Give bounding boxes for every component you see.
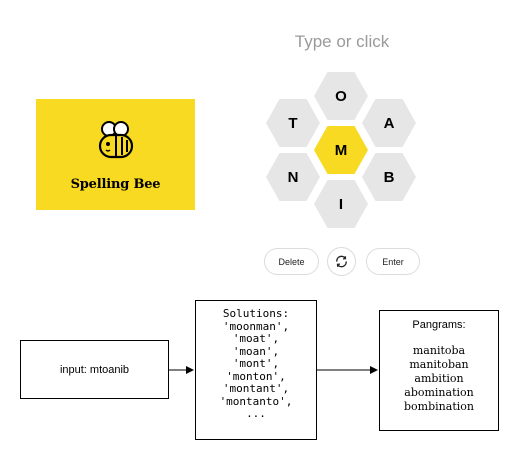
pangrams-title: Pangrams: — [412, 319, 466, 331]
enter-button[interactable]: Enter — [366, 248, 420, 275]
pangram-item: manitoban — [409, 358, 469, 371]
hive-cell-top-left[interactable]: T — [266, 99, 320, 147]
input-label: input: mtoanib — [59, 363, 130, 376]
pangram-item: ambition — [414, 372, 464, 385]
hive-cell-top[interactable]: O — [314, 72, 368, 120]
pangram-item: abomination — [404, 386, 474, 399]
shuffle-icon — [336, 255, 347, 268]
solution-item: 'montant', — [222, 382, 290, 395]
letter-hive: O A B I N T M — [262, 68, 420, 232]
pangram-item: manitoba — [412, 344, 466, 357]
solutions-box: Solutions: 'moonman', 'moat', 'moan', 'm… — [195, 300, 317, 440]
shuffle-button[interactable] — [327, 247, 356, 276]
bee-icon — [98, 121, 134, 159]
solution-item: 'moat', — [232, 332, 280, 345]
hive-cell-bottom-right[interactable]: B — [362, 153, 416, 201]
solution-item: 'monton', — [226, 369, 286, 383]
solution-item: 'mont', — [232, 357, 280, 370]
pangram-item: bombination — [404, 400, 474, 413]
delete-button[interactable]: Delete — [264, 248, 319, 275]
solution-item: ... — [246, 407, 266, 420]
logo-title: Spelling Bee — [70, 177, 161, 192]
solutions-title: Solutions: — [222, 307, 290, 320]
solution-item: 'montanto', — [219, 394, 293, 408]
word-input-prompt[interactable]: Type or click — [294, 32, 390, 51]
solution-item: 'moan', — [232, 344, 280, 358]
hive-cell-top-right[interactable]: A — [362, 99, 416, 147]
pangram-list: manitoba manitoban ambition abomination … — [380, 344, 498, 414]
hive-cell-bottom-left[interactable]: N — [266, 153, 320, 201]
pangrams-box: Pangrams: manitoba manitoban ambition ab… — [379, 310, 499, 431]
input-box: input: mtoanib — [20, 340, 169, 399]
solution-item: 'moonman', — [222, 319, 290, 333]
hive-cell-center[interactable]: M — [314, 126, 368, 174]
spelling-bee-logo: Spelling Bee — [36, 99, 195, 210]
hive-cell-bottom[interactable]: I — [314, 180, 368, 228]
